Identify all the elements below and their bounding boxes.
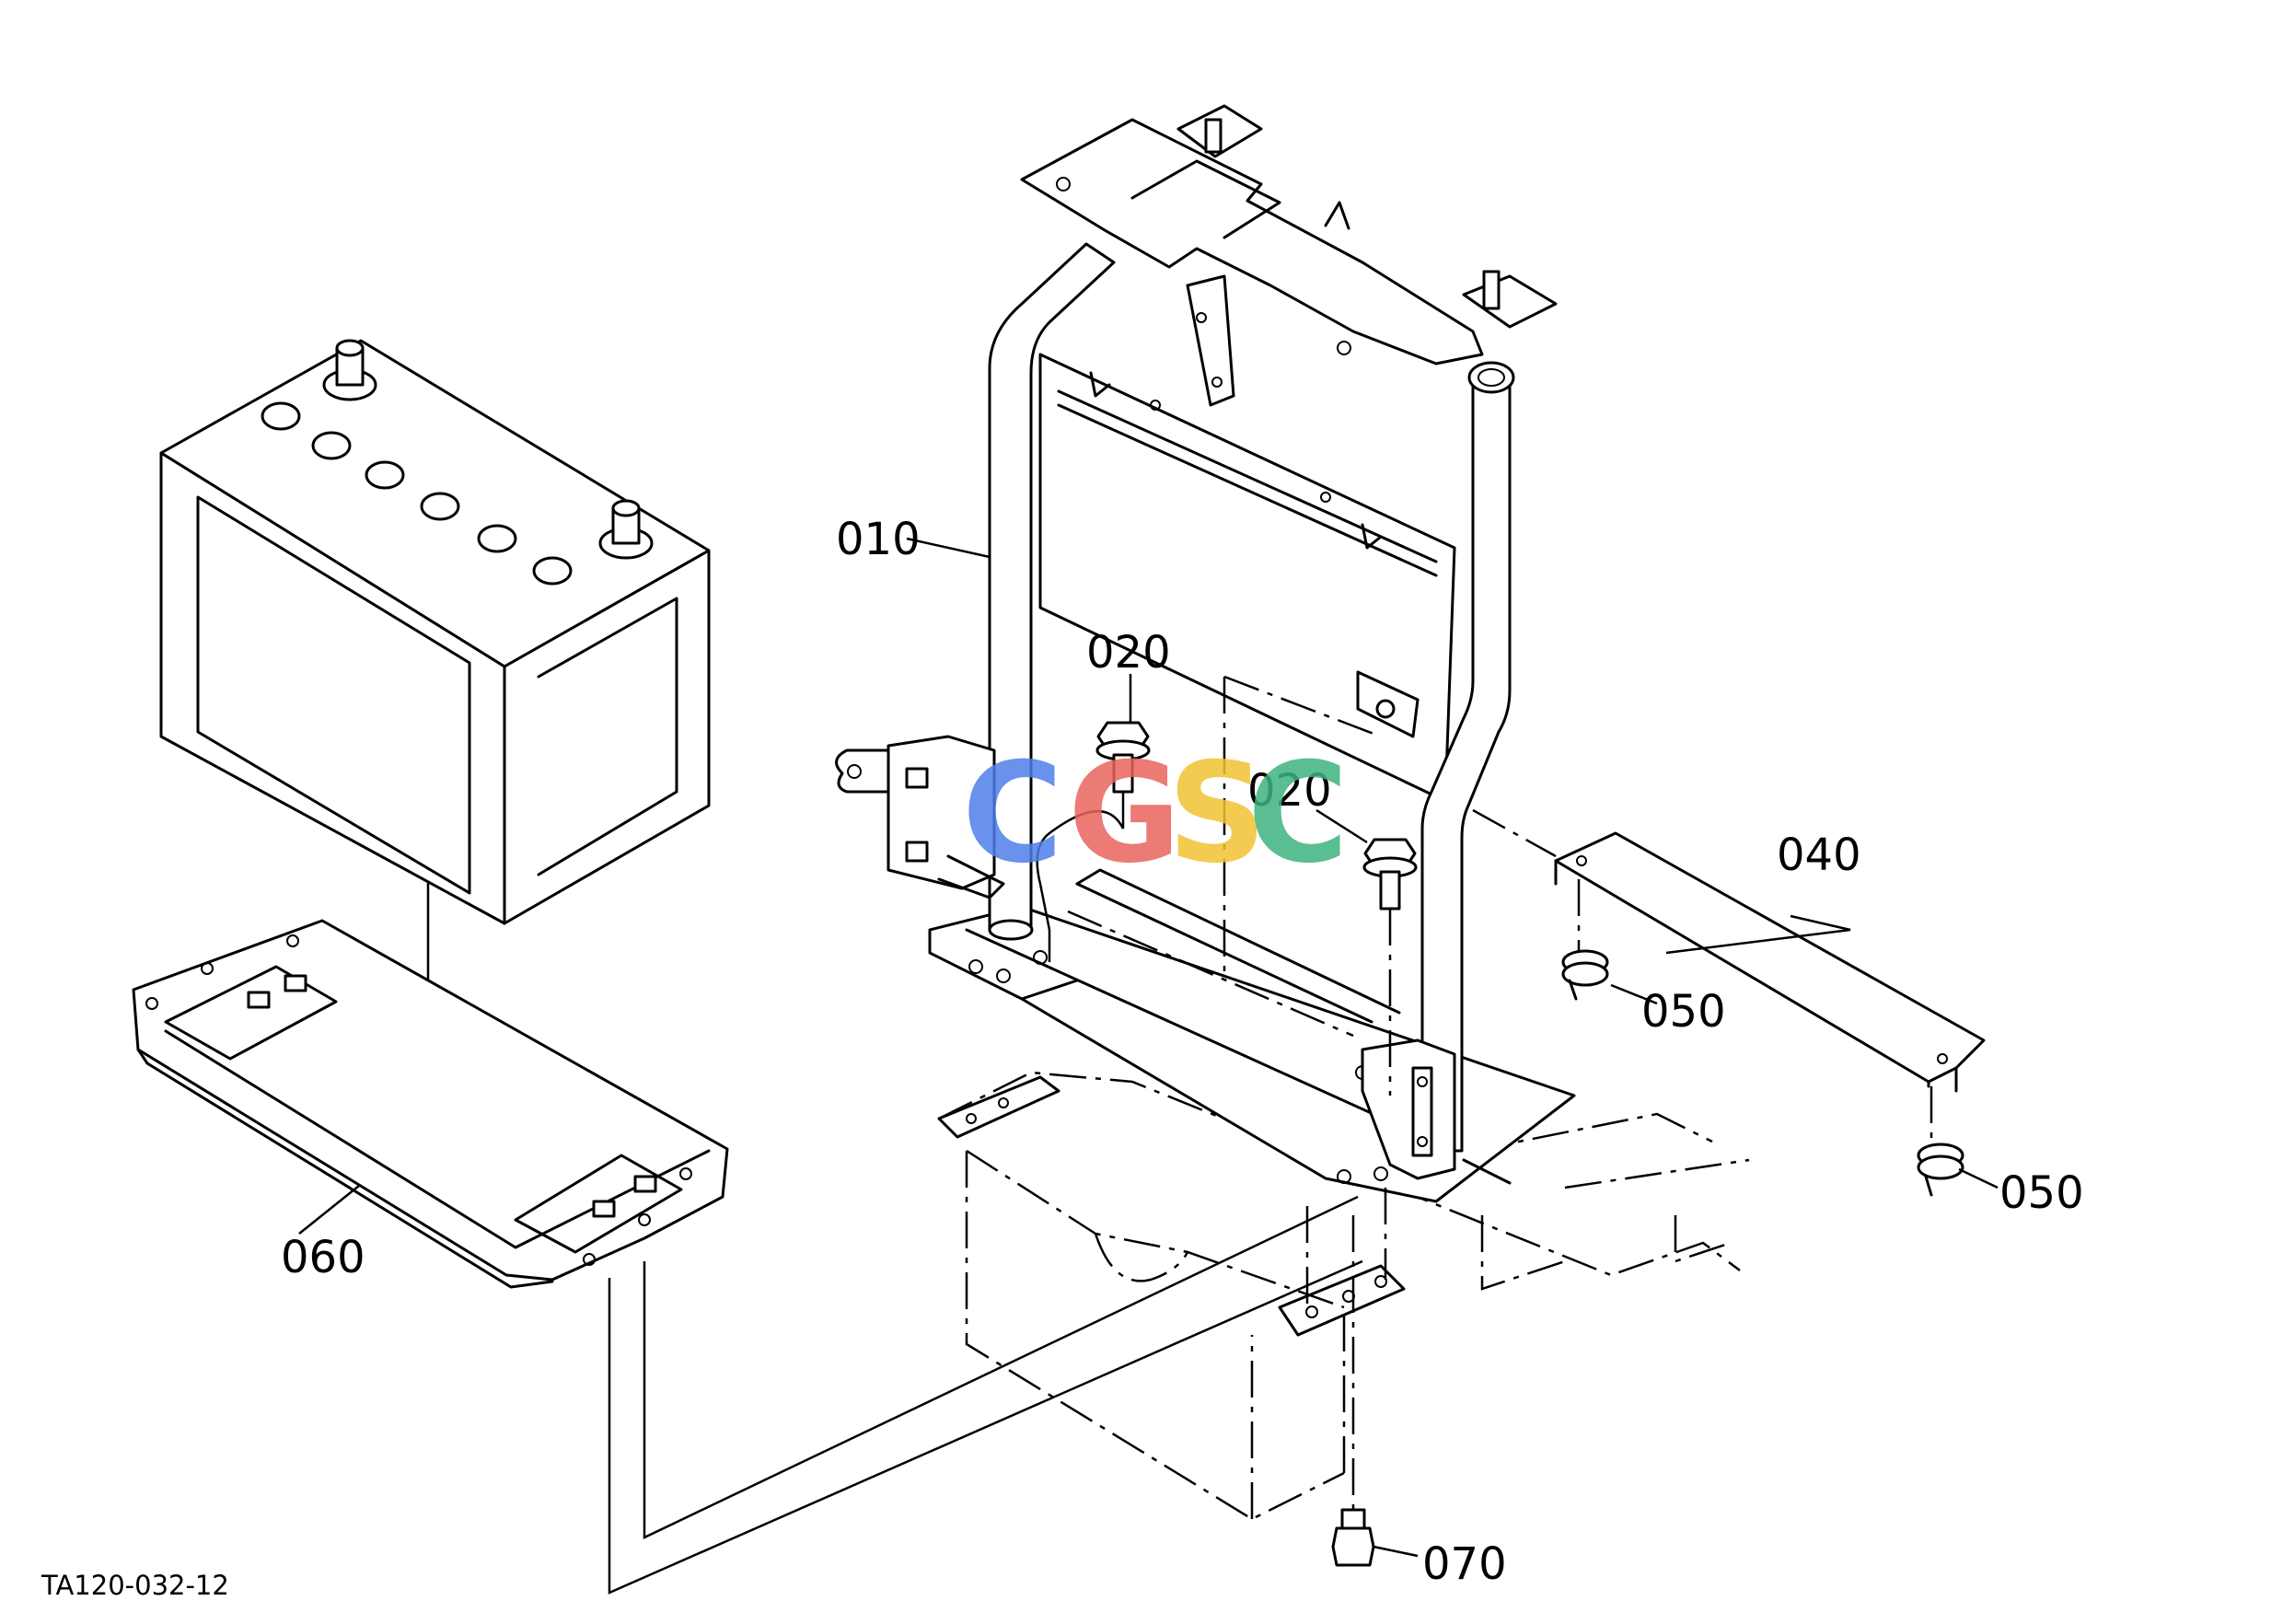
label-020-a: 020 — [1086, 627, 1171, 679]
clip-050-a — [1561, 949, 1609, 1001]
cover-040 — [1554, 831, 1986, 1093]
label-060: 060 — [281, 1232, 365, 1283]
bolt-020-b — [1362, 838, 1418, 911]
battery-tray — [132, 919, 729, 1289]
watermark-letter-1: C — [962, 734, 1063, 894]
battery — [159, 339, 711, 925]
label-050-b: 050 — [1999, 1167, 2084, 1219]
drawing-code: TA120-032-12 — [41, 1570, 229, 1601]
bolt-020-a — [1095, 721, 1151, 794]
battery-vent-caps — [261, 401, 573, 586]
watermark-letter-4: C — [1247, 734, 1349, 894]
label-040: 040 — [1777, 829, 1861, 881]
label-050-a: 050 — [1641, 986, 1726, 1038]
label-070: 070 — [1422, 1538, 1507, 1590]
label-010: 010 — [836, 514, 921, 565]
label-020-b: 020 — [1247, 765, 1332, 817]
nut-070 — [1331, 1508, 1375, 1567]
battery-terminal-positive — [598, 499, 654, 560]
watermark-letter-2: G — [1068, 734, 1181, 894]
clip-050-b — [1917, 1143, 1964, 1197]
body-base-outline — [937, 1071, 1750, 1521]
battery-frame — [835, 104, 1576, 1203]
battery-terminal-negative — [322, 339, 377, 401]
watermark: C G S C — [962, 734, 1349, 894]
watermark-letter-3: S — [1167, 734, 1267, 894]
